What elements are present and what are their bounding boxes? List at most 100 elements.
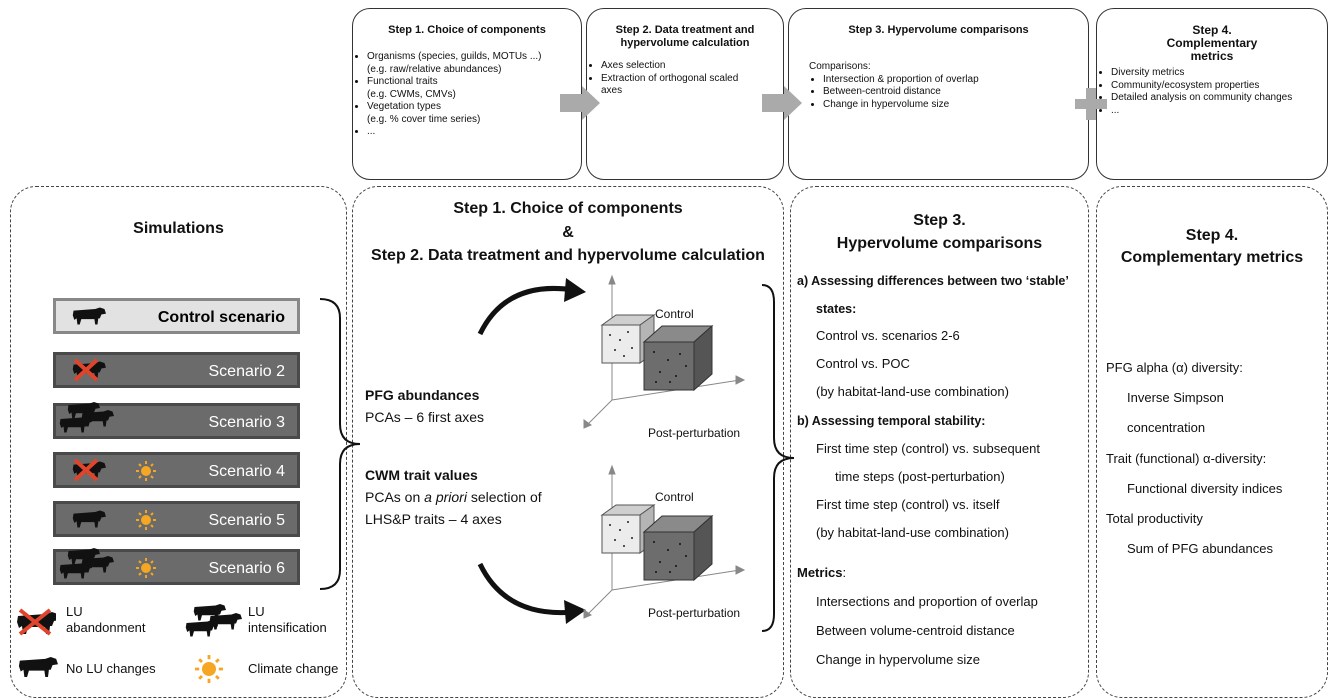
step4-title-b: Complementary metrics xyxy=(1120,249,1304,266)
step4-l6: Total productivity xyxy=(1106,511,1203,526)
cross-icon xyxy=(73,358,99,382)
scenario-label: Control scenario xyxy=(157,309,285,326)
top-step3-title: Step 3. Hypervolume comparisons xyxy=(848,24,1029,36)
top-step4-box: Step 4. Complementary metrics Diversity … xyxy=(1096,8,1328,180)
sun-icon xyxy=(136,558,156,578)
legend-no-change-icon xyxy=(18,657,58,677)
cwm-title: CWM trait values xyxy=(365,467,478,483)
scenario-label: Scenario 4 xyxy=(208,463,286,480)
step3-title-a: Step 3. xyxy=(913,212,966,229)
step4-l1: PFG alpha (α) diversity: xyxy=(1106,360,1243,375)
step3-title-b: Hypervolume comparisons xyxy=(836,235,1043,252)
top-step4-item: Diversity metrics xyxy=(1111,67,1327,80)
legend-abandonment-label: LU abandonment xyxy=(66,604,146,635)
step12-amp: & xyxy=(562,224,574,241)
step3-b4: (by habitat-land-use combination) xyxy=(816,525,1009,540)
scenario-3: Scenario 3 xyxy=(53,402,300,439)
top-step2-item: Axes selection xyxy=(601,60,783,73)
cwm-sub2: LHS&P traits – 4 axes xyxy=(365,511,502,527)
simulations-panel xyxy=(10,186,347,698)
scenarios-brace xyxy=(319,298,361,590)
sun-icon xyxy=(136,461,156,481)
top-step2-item: Extraction of orthogonal scaled axes xyxy=(601,73,783,98)
top-step1-box: Step 1. Choice of components Organisms (… xyxy=(352,8,582,180)
hypervolume-cubes-top xyxy=(583,274,746,429)
gray-arrow-2 xyxy=(762,86,802,120)
scenario-label: Scenario 5 xyxy=(208,512,286,529)
step3-a-head-2: states: xyxy=(816,302,857,316)
legend-intensification-label: LU intensification xyxy=(248,604,327,635)
top-step1-item: Vegetation types (e.g. % cover time seri… xyxy=(367,101,581,126)
cwm-sub1: PCAs on a priori selection of xyxy=(365,489,542,505)
sun-icon xyxy=(136,510,156,530)
top-step4-item: ... xyxy=(1111,105,1327,118)
top-step3-item: Between-centroid distance xyxy=(823,86,1088,99)
scenario-4: Scenario 4 xyxy=(53,452,300,488)
top-step3-item: Change in hypervolume size xyxy=(823,99,1088,112)
top-step2-box: Step 2. Data treatment and hypervolume c… xyxy=(586,8,784,180)
step3-panel xyxy=(790,186,1089,698)
post-label-top: Post-perturbation xyxy=(648,426,741,440)
control-label-bottom: Control xyxy=(655,490,694,504)
curved-arrow-bottom xyxy=(477,562,586,624)
cow-icon xyxy=(72,307,106,325)
step3-m3: Change in hypervolume size xyxy=(816,652,981,667)
legend-no-change-label: No LU changes xyxy=(66,661,156,676)
cow-icon xyxy=(72,510,106,528)
step3-m1: Intersections and proportion of overlap xyxy=(816,594,1038,609)
control-label-top: Control xyxy=(655,307,694,321)
top-step1-item: Functional traits (e.g. CWMs, CMVs) xyxy=(367,76,581,101)
legend-intensification-icon xyxy=(185,604,242,637)
step12-title-b: Step 2. Data treatment and hypervolume c… xyxy=(371,247,765,264)
pfg-sub: PCAs – 6 first axes xyxy=(365,409,485,425)
top-step2-title: Step 2. Data treatment and hypervolume c… xyxy=(615,24,755,49)
step4-title-a: Step 4. xyxy=(1185,227,1239,244)
cross-icon xyxy=(73,458,99,482)
scenario-5: Scenario 5 xyxy=(53,501,300,537)
cows-icon xyxy=(59,402,114,433)
step3-b3: First time step (control) vs. itself xyxy=(816,497,1000,512)
cows-icon xyxy=(59,548,114,579)
cwm-sub1-pre: PCAs on xyxy=(365,489,425,505)
gray-arrow-1 xyxy=(560,86,600,120)
simulations-title: Simulations xyxy=(133,220,224,237)
step3-b2: time steps (post-perturbation) xyxy=(835,469,1005,484)
step3-a1: Control vs. scenarios 2-6 xyxy=(816,328,960,343)
step12-title-a: Step 1. Choice of components xyxy=(453,200,683,217)
post-label-bottom: Post-perturbation xyxy=(648,606,741,620)
cwm-sub1-post: selection of xyxy=(466,489,542,505)
scenario-label: Scenario 6 xyxy=(208,560,286,577)
step3-metrics-head: Metrics: xyxy=(797,565,846,581)
scenario-label: Scenario 2 xyxy=(208,363,286,380)
top-step4-item: Community/ecosystem properties xyxy=(1111,80,1327,93)
step3-a3: (by habitat-land-use combination) xyxy=(816,384,1009,399)
step3-b-head: b) Assessing temporal stability: xyxy=(797,414,986,428)
top-step1-title: Step 1. Choice of components xyxy=(388,24,546,36)
top-step3-item: Intersection & proportion of overlap xyxy=(823,74,1088,87)
legend-abandonment-icon xyxy=(17,608,56,636)
legend-climate-icon xyxy=(195,655,223,683)
step3-brace xyxy=(761,284,795,632)
cwm-sub1-em: a priori xyxy=(424,489,467,505)
top-step3-intro: Comparisons: xyxy=(809,61,871,72)
metrics-colon: : xyxy=(842,565,847,580)
step3-a2: Control vs. POC xyxy=(816,356,910,371)
step12-panel xyxy=(352,186,784,698)
top-step3-box: Step 3. Hypervolume comparisons Comparis… xyxy=(788,8,1089,180)
step4-panel xyxy=(1096,186,1328,698)
hypervolume-cubes-bottom xyxy=(583,464,746,619)
step3-b1: First time step (control) vs. subsequent xyxy=(816,441,1040,456)
curved-arrow-top xyxy=(477,278,586,336)
scenario-2: Scenario 2 xyxy=(53,352,300,388)
top-step1-item: Organisms (species, guilds, MOTUs ...) (… xyxy=(367,51,581,76)
step4-l2: Inverse Simpson xyxy=(1127,390,1224,405)
scenario-6: Scenario 6 xyxy=(53,548,300,585)
pfg-title: PFG abundances xyxy=(365,387,480,403)
top-step4-item: Detailed analysis on community changes xyxy=(1111,92,1327,105)
top-step4-title: Step 4. Complementary metrics xyxy=(1166,23,1258,63)
step4-l3: concentration xyxy=(1127,420,1206,435)
step3-m2: Between volume-centroid distance xyxy=(816,623,1015,638)
legend-climate-label: Climate change xyxy=(248,661,339,676)
top-step1-item: ... xyxy=(367,126,581,139)
step3-a-head-1: a) Assessing differences between two ‘st… xyxy=(797,274,1069,288)
